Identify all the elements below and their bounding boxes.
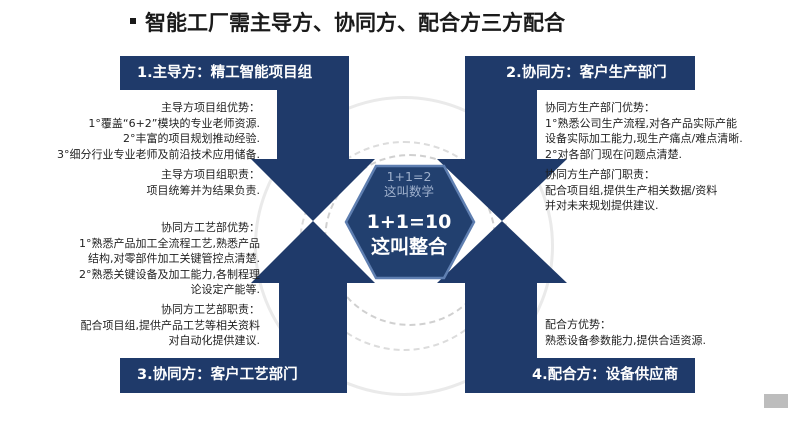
text-line: 主导方项目组职责： <box>161 168 260 181</box>
quadrant-label-process: 3.协同方：客户工艺部门 <box>137 367 298 383</box>
text-line: 协同方生产部门优势： <box>545 101 655 114</box>
text-line: 对自动化提供建议. <box>168 334 261 347</box>
quadrant-label-lead: 1.主导方：精工智能项目组 <box>137 65 313 81</box>
hex-math-caption: 这叫数学 <box>383 184 434 199</box>
text-line: 1°熟悉公司生产流程,对各产品实际产能 <box>545 116 737 130</box>
text-line: 1°熟悉产品加工全流程工艺,熟悉产品 <box>79 236 260 250</box>
text-line: 配合项目组,提供生产相关数据/资料 <box>545 183 718 197</box>
text-line: 并对未来规划提供建议. <box>545 199 659 212</box>
text-line: 2°熟悉关键设备及加工能力,各制程理 <box>79 267 260 281</box>
arrow-top-right <box>437 56 695 221</box>
title-text: 智能工厂需主导方、协同方、配合方三方配合 <box>145 11 565 35</box>
text-line: 2°丰富的项目规划推动经验. <box>123 132 260 145</box>
text-line: 设备实际加工能力,现生产痛点/难点清晰. <box>545 132 743 145</box>
text-line: 项目统筹并为结果负责. <box>146 183 261 197</box>
production-responsibilities: 协同方生产部门职责： 配合项目组,提供生产相关数据/资料 并对未来规划提供建议. <box>545 167 717 214</box>
quadrant-label-supplier: 4.配合方：设备供应商 <box>532 367 679 383</box>
outer-ring <box>254 96 554 396</box>
text-line: 1°覆盖“6+2”模块的专业老师资源. <box>88 116 260 130</box>
text-line: 协同方工艺部优势： <box>161 221 260 234</box>
page-title: 智能工厂需主导方、协同方、配合方三方配合 <box>130 6 565 40</box>
hex-integration-caption: 这叫整合 <box>370 236 447 258</box>
hex-math-line: 1+1=2 <box>386 169 432 184</box>
quadrant-label-production: 2.协同方：客户生产部门 <box>506 65 667 81</box>
production-advantages: 协同方生产部门优势： 1°熟悉公司生产流程,对各产品实际产能 设备实际加工能力,… <box>545 100 743 162</box>
lead-responsibilities: 主导方项目组职责： 项目统筹并为结果负责. <box>147 167 261 198</box>
hex-integration-line: 1+1=10 <box>366 211 452 233</box>
text-line: 2°对各部门现在问题点清楚. <box>545 147 682 161</box>
process-advantages: 协同方工艺部优势： 1°熟悉产品加工全流程工艺,熟悉产品 结构,对零部件加工关键… <box>79 220 260 298</box>
text-line: 结构,对零部件加工关键管控点清楚. <box>88 252 260 265</box>
arrow-top-left <box>120 56 375 221</box>
center-hexagon <box>344 164 476 280</box>
arrow-bottom-left <box>120 221 375 393</box>
text-line: 协同方工艺部职责： <box>161 303 260 316</box>
supplier-advantages: 配合方优势： 熟悉设备参数能力,提供合适资源. <box>545 317 706 348</box>
text-line: 论设定产能等. <box>190 283 261 296</box>
text-line: 3°细分行业专业老师及前沿技术应用储备. <box>57 147 260 161</box>
text-line: 配合方优势： <box>545 318 611 331</box>
text-line: 熟悉设备参数能力,提供合适资源. <box>545 333 706 347</box>
text-line: 配合项目组,提供产品工艺等相关资料 <box>80 318 261 332</box>
process-responsibilities: 协同方工艺部职责： 配合项目组,提供产品工艺等相关资料 对自动化提供建议. <box>81 302 261 349</box>
text-line: 主导方项目组优势： <box>161 101 260 114</box>
corner-placeholder <box>764 394 788 408</box>
title-bullet <box>130 18 136 24</box>
text-line: 协同方生产部门职责： <box>545 168 655 181</box>
lead-advantages: 主导方项目组优势： 1°覆盖“6+2”模块的专业老师资源. 2°丰富的项目规划推… <box>57 100 260 162</box>
arrow-bottom-right <box>437 221 695 393</box>
